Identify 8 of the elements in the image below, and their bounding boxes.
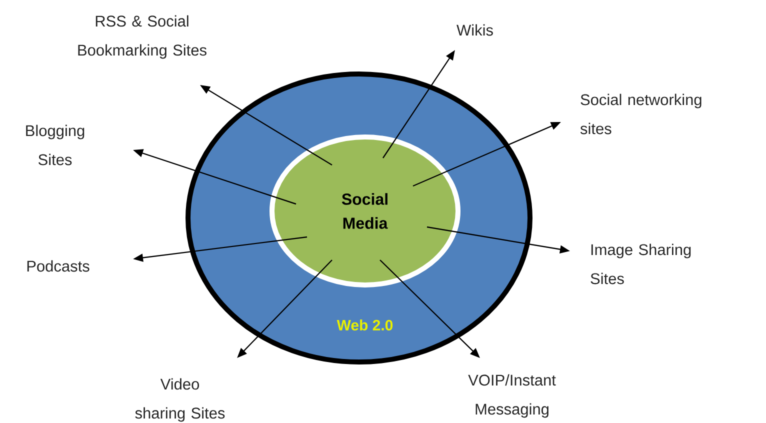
category-label: Wikis (456, 24, 493, 36)
category-label: Blogging Sites (26, 124, 84, 166)
category-label: Social networking sites (580, 94, 702, 134)
category-label: Podcasts (27, 260, 90, 272)
category-label: Video sharing Sites (135, 378, 225, 422)
category-label: VOIP/Instant Messaging (468, 374, 556, 418)
category-label: RSS & Social Bookmarking Sites (78, 15, 206, 59)
category-label: Image Sharing Sites (590, 244, 691, 284)
